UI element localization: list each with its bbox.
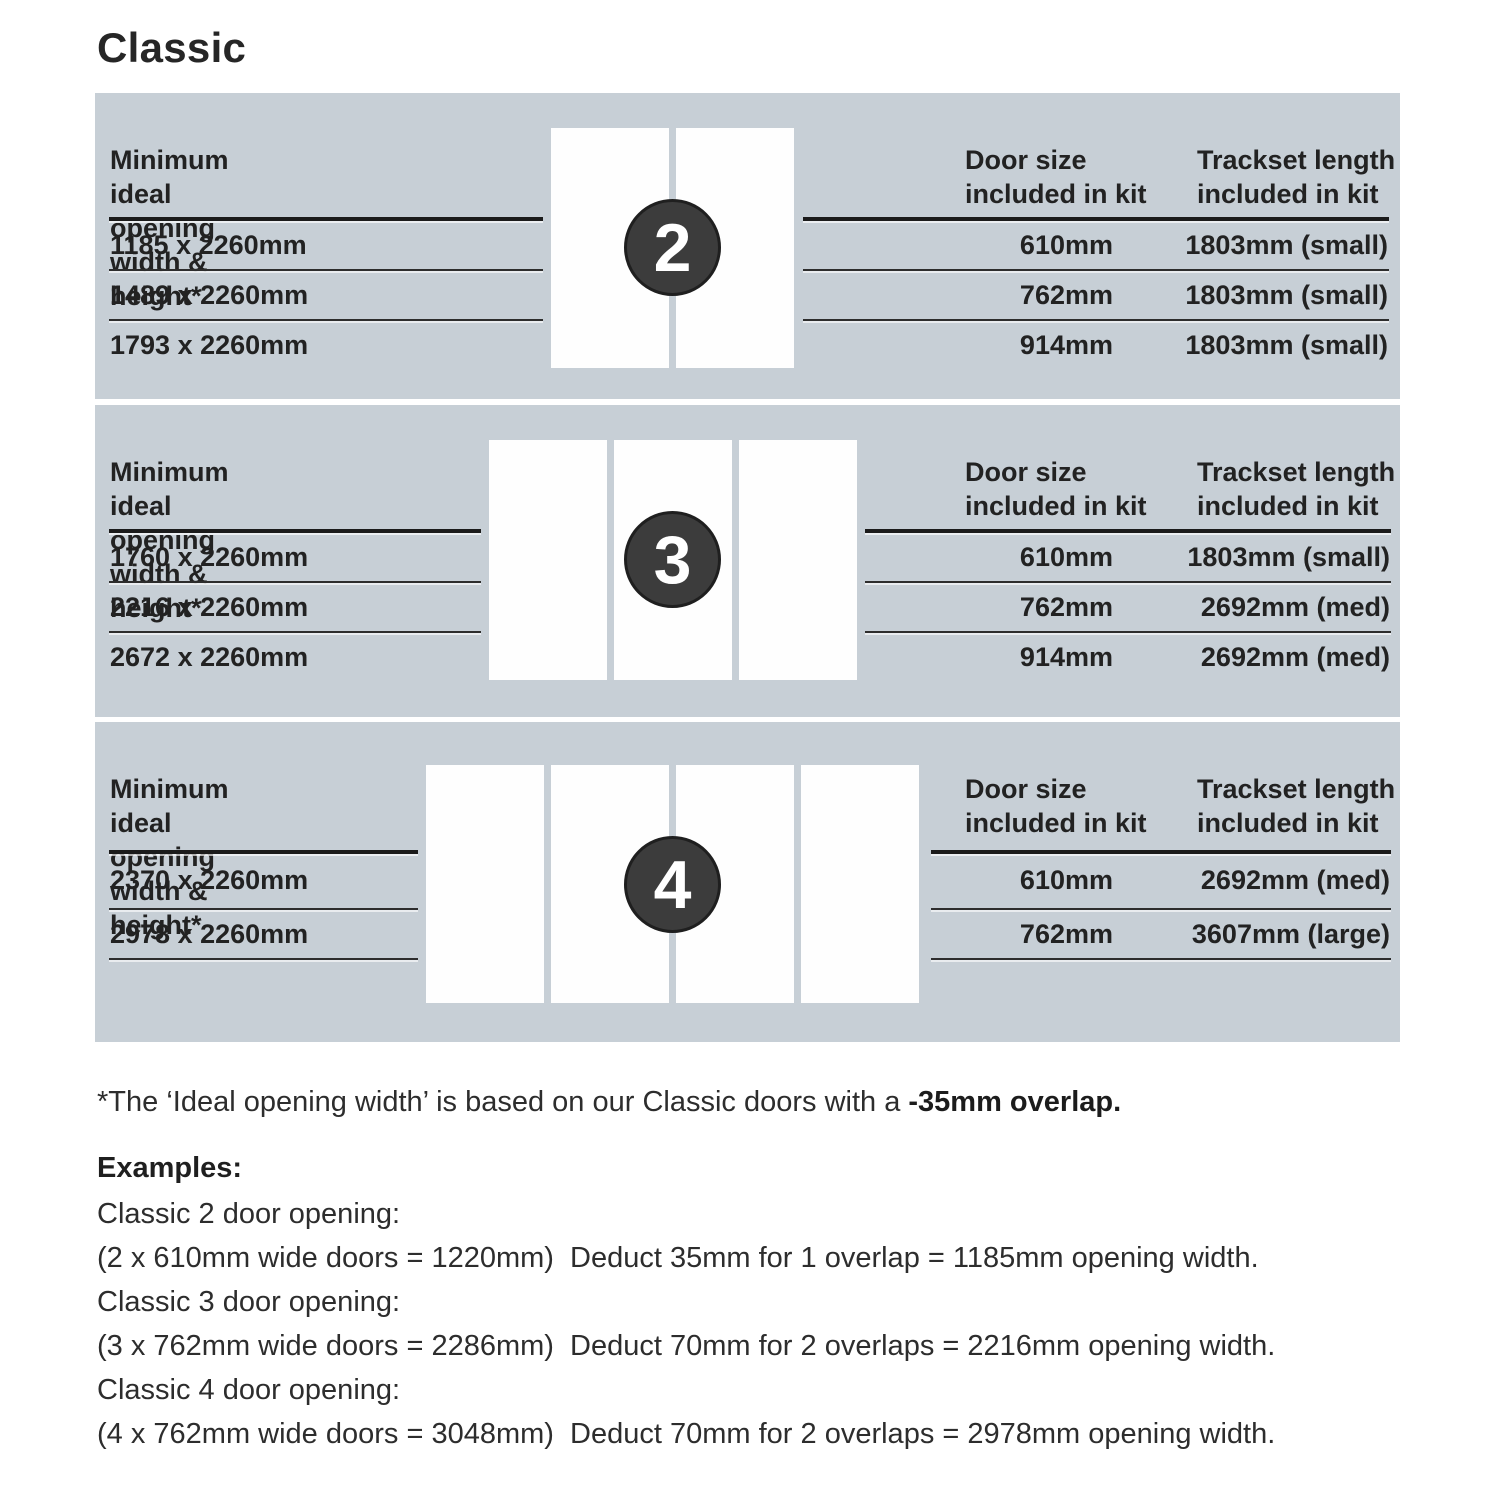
door-size-header: Door size included in kit <box>965 457 1147 521</box>
row-divider <box>931 958 1391 960</box>
trackset-value: 1803mm (small) <box>1185 330 1388 360</box>
trackset-value: 2692mm (med) <box>1200 592 1390 622</box>
trackset-value: 2692mm (med) <box>1200 642 1390 672</box>
door-panel <box>739 440 857 680</box>
row-divider <box>109 581 481 583</box>
door-count-badge: 3 <box>624 511 721 608</box>
example-detail: (4 x 762mm wide doors = 3048mm) Deduct 7… <box>97 1418 1276 1450</box>
row-divider <box>865 581 1391 583</box>
door-size-value: 914mm <box>1019 642 1113 672</box>
opening-header-line1: Minimum ideal <box>110 774 229 838</box>
example-label: Classic 2 door opening: <box>97 1198 401 1230</box>
door-count-badge: 2 <box>624 199 721 296</box>
row-divider <box>803 319 1389 321</box>
header-divider <box>865 529 1391 533</box>
opening-header-line1: Minimum ideal <box>110 145 229 209</box>
footnote-text: *The ‘Ideal opening width’ is based on o… <box>97 1086 909 1118</box>
example-detail: (3 x 762mm wide doors = 2286mm) Deduct 7… <box>97 1330 1276 1362</box>
door-size-header: Door size included in kit <box>965 145 1147 209</box>
trackset-header: Trackset length included in kit <box>1197 774 1396 838</box>
opening-value: 2978 x 2260mm <box>110 919 309 949</box>
trackset-value: 1803mm (small) <box>1185 230 1388 260</box>
kit-row: 762mm 1803mm (small) <box>803 271 1389 319</box>
opening-value: 2216 x 2260mm <box>110 592 309 622</box>
row-divider <box>109 958 418 960</box>
door-size-value: 914mm <box>1019 330 1113 360</box>
header-divider <box>109 217 543 221</box>
row-divider <box>803 269 1389 271</box>
door-size-value: 610mm <box>1019 865 1113 895</box>
example-label: Classic 3 door opening: <box>97 1286 401 1318</box>
row-divider <box>109 908 418 910</box>
header-divider <box>803 217 1389 221</box>
row-divider <box>109 319 543 321</box>
example-detail: (2 x 610mm wide doors = 1220mm) Deduct 3… <box>97 1242 1259 1274</box>
door-count-badge: 4 <box>624 836 721 933</box>
kit-table: Door size included in kit Trackset lengt… <box>865 405 1395 717</box>
door-panel <box>489 440 607 680</box>
kit-row: 762mm 2692mm (med) <box>865 583 1391 631</box>
trackset-header: Trackset length included in kit <box>1197 145 1396 209</box>
panel-3-door: Minimum ideal opening width & height* 17… <box>95 405 1400 717</box>
row-divider <box>865 631 1391 633</box>
kit-row: 610mm 2692mm (med) <box>931 853 1391 908</box>
door-size-value: 762mm <box>1019 280 1113 310</box>
trackset-header: Trackset length included in kit <box>1197 457 1396 521</box>
door-size-value: 762mm <box>1019 592 1113 622</box>
examples-list: Classic 2 door opening: (2 x 610mm wide … <box>97 1192 1275 1456</box>
kit-row: 762mm 3607mm (large) <box>931 910 1391 958</box>
kit-table: Door size included in kit Trackset lengt… <box>803 93 1395 399</box>
kit-row: 610mm 1803mm (small) <box>803 221 1389 269</box>
opening-value: 1185 x 2260mm <box>110 230 307 260</box>
header-divider <box>931 850 1391 854</box>
header-divider <box>109 850 418 854</box>
row-divider <box>109 631 481 633</box>
trackset-value: 1803mm (small) <box>1187 542 1390 572</box>
opening-header: Minimum ideal opening width & height* <box>110 772 229 942</box>
row-divider <box>109 269 543 271</box>
examples-heading: Examples: <box>97 1152 243 1184</box>
door-size-value: 610mm <box>1019 230 1113 260</box>
kit-table: Door size included in kit Trackset lengt… <box>931 722 1395 1042</box>
kit-row: 914mm 2692mm (med) <box>865 633 1391 681</box>
door-panel <box>801 765 919 1003</box>
panel-4-door: Minimum ideal opening width & height* 23… <box>95 722 1400 1042</box>
opening-header: Minimum ideal opening width & height* <box>110 143 229 313</box>
trackset-value: 3607mm (large) <box>1191 919 1390 949</box>
example-label: Classic 4 door opening: <box>97 1374 401 1406</box>
door-size-header: Door size included in kit <box>965 774 1147 838</box>
door-size-value: 610mm <box>1019 542 1113 572</box>
opening-value: 1793 x 2260mm <box>110 330 309 360</box>
row-divider <box>931 908 1391 910</box>
opening-value: 1760 x 2260mm <box>110 542 309 572</box>
trackset-value: 1803mm (small) <box>1185 280 1388 310</box>
door-panel <box>426 765 544 1003</box>
header-divider <box>109 529 481 533</box>
door-size-value: 762mm <box>1019 919 1113 949</box>
opening-value: 2672 x 2260mm <box>110 642 309 672</box>
footnote-bold: -35mm overlap. <box>908 1086 1122 1118</box>
kit-row: 914mm 1803mm (small) <box>803 321 1389 369</box>
opening-value: 1489 x 2260mm <box>110 280 309 310</box>
trackset-value: 2692mm (med) <box>1200 865 1390 895</box>
opening-header-line1: Minimum ideal <box>110 457 229 521</box>
panel-2-door: Minimum ideal opening width & height* 11… <box>95 93 1400 399</box>
kit-row: 610mm 1803mm (small) <box>865 533 1391 581</box>
opening-value: 2370 x 2260mm <box>110 865 309 895</box>
page-title: Classic <box>97 24 247 71</box>
opening-header-line2: opening width & height* <box>110 842 215 940</box>
opening-header: Minimum ideal opening width & height* <box>110 455 229 625</box>
footnote: *The ‘Ideal opening width’ is based on o… <box>97 1086 1121 1119</box>
